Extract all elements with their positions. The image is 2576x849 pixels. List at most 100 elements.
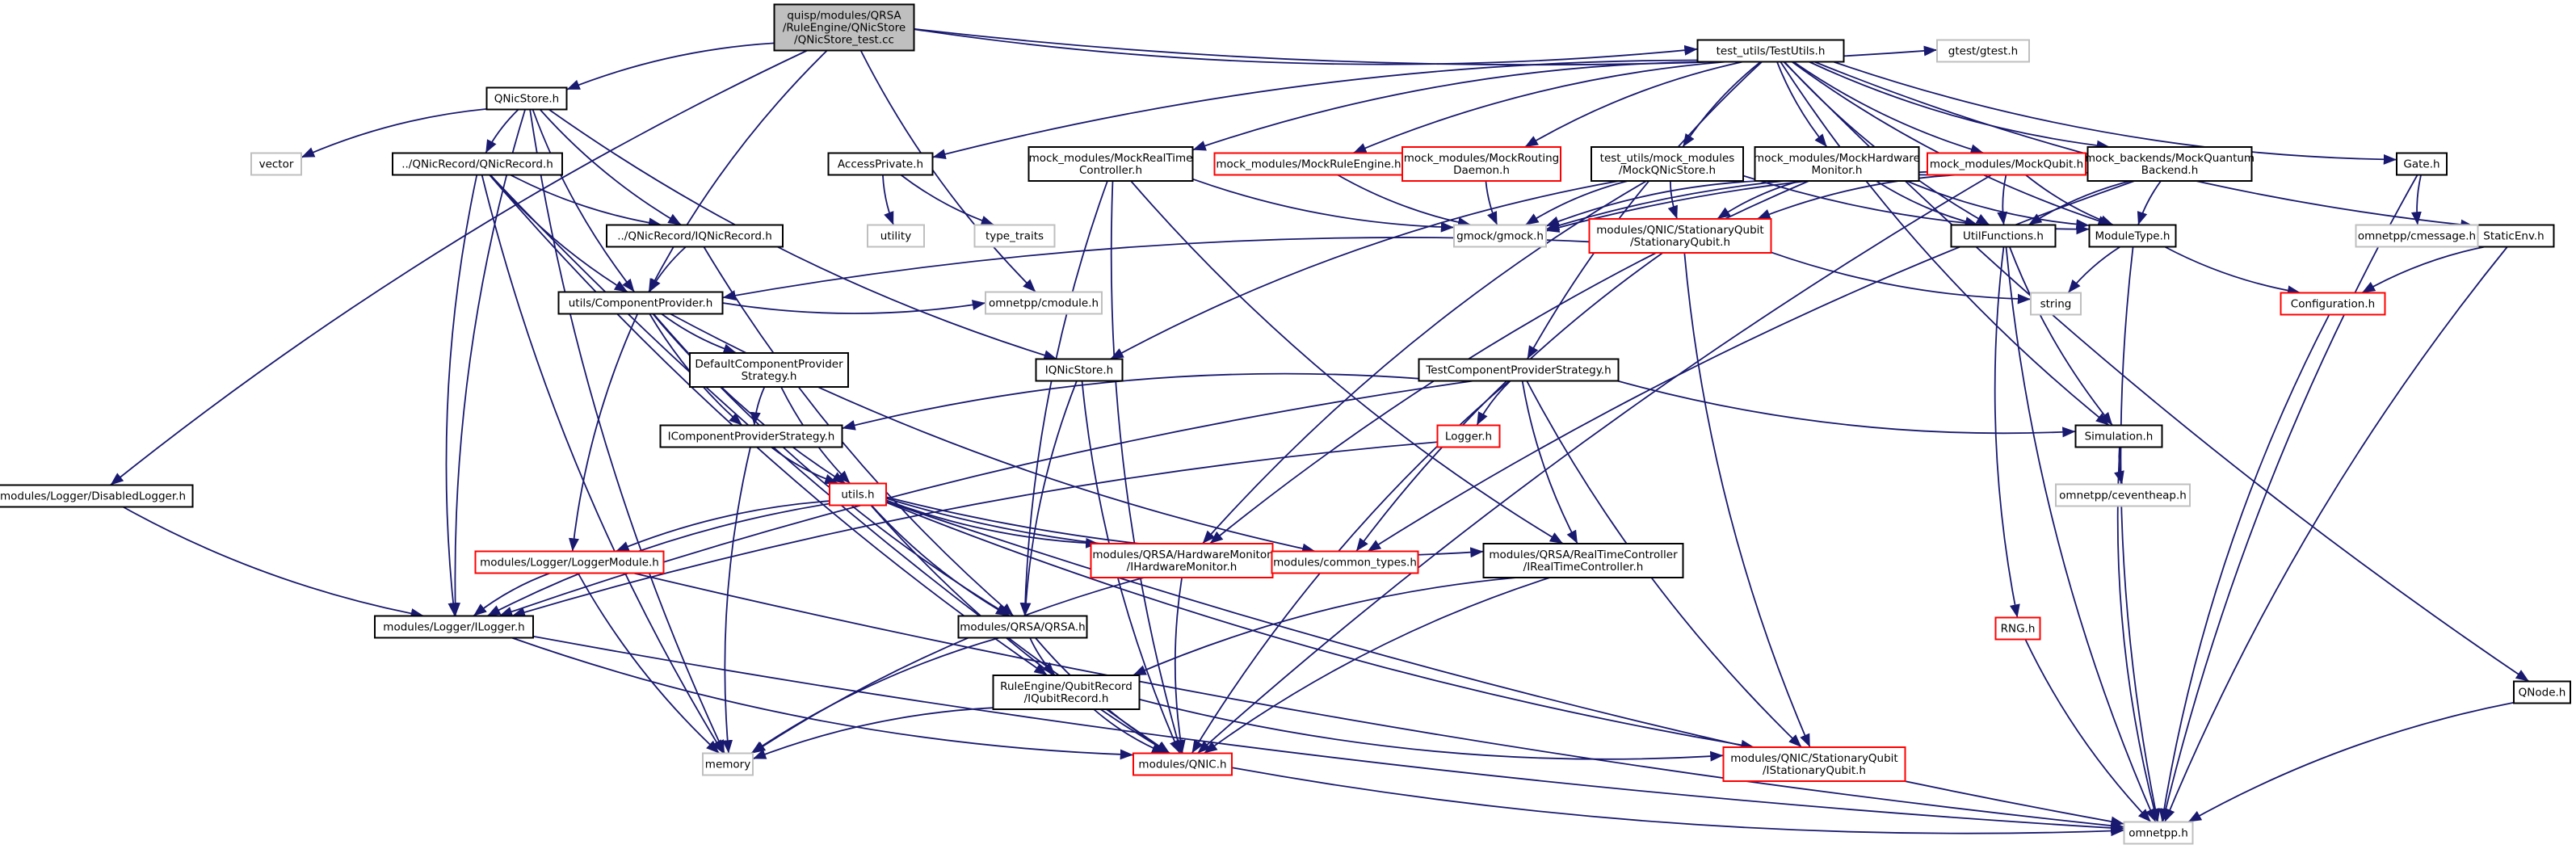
edge-root-to-qnicstore [566, 42, 775, 90]
edge-tcpstrategy-to-irealtimecontroller [1521, 380, 1578, 544]
node-ihardwaremonitor[interactable]: modules/QRSA/HardwareMonitor/IHardwareMo… [1090, 543, 1274, 578]
node-box-gmock [1453, 224, 1547, 248]
node-testutils[interactable]: test_utils/TestUtils.h [1696, 39, 1845, 63]
node-box-gtest [1936, 39, 2030, 63]
node-label-moduletype-line0: ModuleType.h [2095, 230, 2170, 243]
node-string: string [2030, 292, 2082, 316]
node-moduletype[interactable]: ModuleType.h [2088, 224, 2177, 248]
edge-testutils-to-tcpstrategy [1526, 61, 1763, 359]
node-label-configuration-line0: Configuration.h [2291, 298, 2375, 311]
node-tcpstrategy[interactable]: TestComponentProviderStrategy.h [1418, 358, 1620, 382]
node-componentprovider[interactable]: utils/ComponentProvider.h [557, 291, 724, 315]
edge-utils-to-omnetpp [885, 501, 2124, 827]
edge-testutils-to-mockrouting [1524, 61, 1743, 148]
edge-mockrtc-to-irealtimecontroller [1130, 180, 1564, 544]
node-memory: memory [702, 752, 754, 776]
edge-mockbackend-to-moduletype [2137, 180, 2162, 225]
node-rng[interactable]: RNG.h [1994, 616, 2041, 641]
node-cmodule: omnetpp/cmodule.h [985, 291, 1103, 315]
edge-iqnicrecord-to-componentprovider [649, 246, 687, 292]
node-disabledlogger[interactable]: modules/Logger/DisabledLogger.h [0, 484, 194, 508]
node-staticenv[interactable]: StaticEnv.h [2473, 224, 2555, 248]
edge-disabledlogger-to-ilogger [122, 506, 424, 619]
node-root[interactable]: quisp/modules/QRSA/RuleEngine/QNicStore/… [773, 3, 915, 52]
node-box-cmodule [985, 291, 1103, 315]
node-iqubitrecord[interactable]: RuleEngine/QubitRecord/IQubitRecord.h [992, 675, 1141, 710]
node-utility: utility [867, 224, 925, 248]
edge-icpstrategy-to-memory [722, 447, 751, 754]
node-label-iqubitrecord-line0: RuleEngine/QubitRecord [1000, 680, 1133, 693]
node-label-mockbackend-line0: mock_backends/MockQuantum [2085, 152, 2255, 165]
node-label-rng-line0: RNG.h [2001, 623, 2036, 636]
edge-loggermodule-to-ilogger [473, 572, 551, 617]
node-logger[interactable]: Logger.h [1436, 424, 1501, 448]
node-accessprivate[interactable]: AccessPrivate.h [827, 152, 934, 176]
edge-accessprivate-to-typetraits [900, 174, 995, 226]
edge-mockqubit-to-qnic [1196, 174, 1992, 754]
node-label-root-line2: /QNicStore_test.cc [794, 34, 894, 47]
edge-testutils-to-accessprivate [932, 59, 1698, 160]
node-qnic[interactable]: modules/QNIC.h [1133, 752, 1233, 776]
node-iqnicrecord[interactable]: ../QNicRecord/IQNicRecord.h [606, 224, 784, 248]
node-ilogger[interactable]: modules/Logger/ILogger.h [374, 615, 534, 639]
edge-logger-to-ilogger [511, 441, 1438, 618]
node-irealtimecontroller[interactable]: modules/QRSA/RealTimeController/IRealTim… [1482, 543, 1684, 578]
edge-ilogger-to-omnetpp [532, 635, 2124, 834]
edge-tcpstrategy-to-simulation [1617, 380, 2076, 438]
node-label-defaultstrategy-line0: DefaultComponentProvider [695, 358, 843, 371]
node-label-defaultstrategy-line1: Strategy.h [742, 370, 797, 383]
node-label-root-line0: quisp/modules/QRSA [787, 10, 901, 23]
node-icpstrategy[interactable]: IComponentProviderStrategy.h [659, 424, 843, 448]
node-mockqnicstore[interactable]: test_utils/mock_modules/MockQNicStore.h [1591, 146, 1744, 182]
node-configuration[interactable]: Configuration.h [2280, 292, 2386, 316]
node-box-qnicstore [485, 86, 568, 111]
edge-tcpstrategy-to-icpstrategy [842, 372, 1419, 431]
edge-qnicrecord-to-iqnicrecord [510, 174, 662, 229]
node-label-simulation-line0: Simulation.h [2085, 431, 2154, 443]
node-qnode[interactable]: QNode.h [2513, 680, 2571, 704]
node-label-mockbackend-line1: Backend.h [2141, 164, 2199, 177]
edge-mockqnicstore-to-iqnicstore [1110, 180, 1620, 360]
node-label-mockrouting-line1: Daemon.h [1453, 164, 1510, 177]
edge-componentprovider-to-loggermodule [569, 313, 639, 552]
node-qrsa[interactable]: modules/QRSA/QRSA.h [957, 615, 1088, 639]
node-istationaryqubit[interactable]: modules/QNIC/StationaryQubit/IStationary… [1722, 746, 1906, 782]
node-label-iqnicstore-line0: IQNicStore.h [1045, 364, 1113, 377]
node-iqnicstore[interactable]: IQNicStore.h [1035, 358, 1124, 382]
node-label-icpstrategy-line0: IComponentProviderStrategy.h [668, 431, 835, 443]
edge-mockhwmonitor-to-utilfunctions [1876, 180, 1979, 227]
edge-mockrtc-to-qrsa [1019, 180, 1108, 616]
node-utilfunctions[interactable]: UtilFunctions.h [1950, 224, 2057, 248]
edge-utils-to-loggermodule [616, 500, 830, 553]
node-box-mockrtc [1027, 146, 1194, 182]
edge-qnicstore-to-iqnicstore [548, 108, 1057, 360]
node-gate[interactable]: Gate.h [2396, 152, 2448, 176]
node-utils[interactable]: utils.h [829, 482, 887, 506]
node-commontypes[interactable]: modules/common_types.h [1271, 550, 1419, 574]
node-qnicstore[interactable]: QNicStore.h [485, 86, 568, 111]
node-box-accessprivate [827, 152, 934, 176]
edge-gate-to-cmessage [2410, 174, 2422, 225]
node-mockqubit[interactable]: mock_modules/MockQubit.h [1927, 152, 2086, 176]
edge-stationaryqubit-to-string [1771, 251, 2032, 305]
edge-icpstrategy-to-utils [771, 446, 838, 485]
node-loggermodule[interactable]: modules/Logger/LoggerModule.h [474, 550, 665, 574]
node-box-commontypes [1271, 550, 1419, 574]
node-mockruleengine[interactable]: mock_modules/MockRuleEngine.h [1213, 152, 1404, 176]
edge-mockhwmonitor-to-gmock [1545, 180, 1758, 227]
node-qnicrecord[interactable]: ../QNicRecord/QNicRecord.h [392, 152, 563, 176]
node-simulation[interactable]: Simulation.h [2074, 424, 2163, 448]
node-box-irealtimecontroller [1482, 543, 1684, 578]
node-box-ilogger [374, 615, 534, 639]
edge-mockqubit-to-stationaryqubit [1756, 174, 1957, 220]
edge-mockrtc-to-qnic [1110, 180, 1183, 754]
node-stationaryqubit[interactable]: modules/QNIC/StationaryQubit/StationaryQ… [1588, 218, 1772, 254]
node-label-istationaryqubit-line1: /IStationaryQubit.h [1763, 764, 1866, 777]
edge-configuration-to-omnetpp [2158, 314, 2330, 822]
node-box-simulation [2074, 424, 2163, 448]
